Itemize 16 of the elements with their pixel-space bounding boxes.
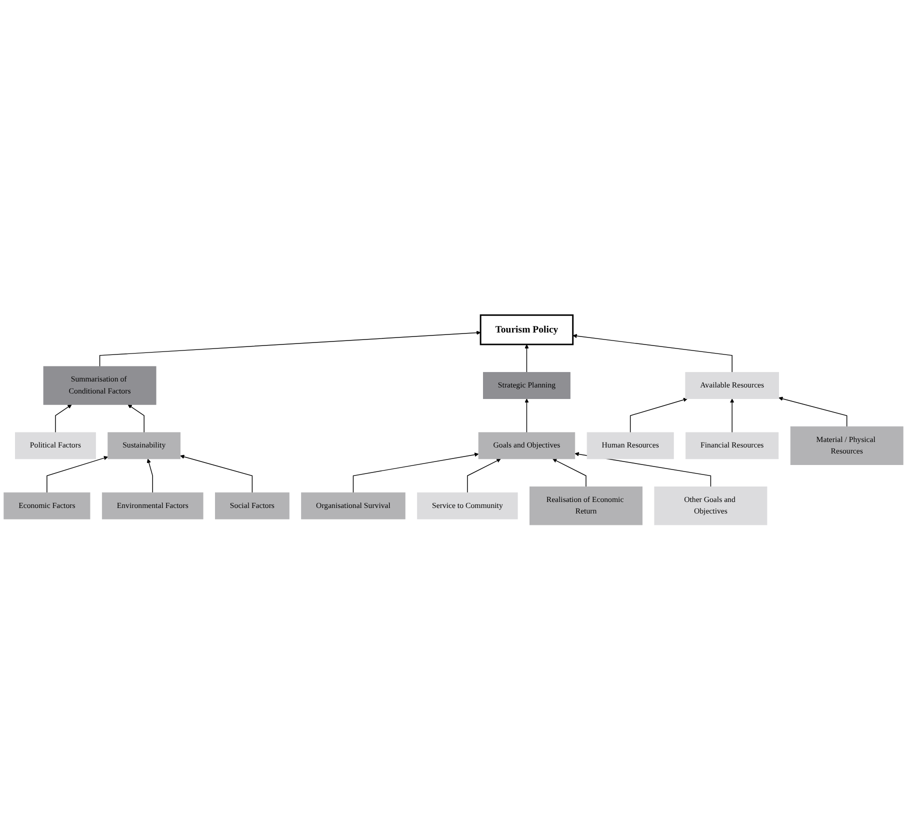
arrow — [180, 454, 253, 493]
arrow — [572, 334, 732, 373]
arrow — [730, 398, 734, 433]
arrow — [352, 452, 479, 493]
arrow — [778, 396, 848, 427]
arrow — [146, 458, 153, 493]
node-box: Tourism Policy — [480, 314, 574, 346]
arrow — [99, 330, 481, 367]
arrow — [46, 456, 108, 493]
arrow — [524, 344, 529, 373]
arrow — [630, 398, 688, 433]
arrow — [524, 398, 529, 433]
arrow — [552, 458, 586, 488]
arrow — [55, 404, 72, 433]
arrow — [467, 458, 501, 493]
arrow — [128, 404, 144, 433]
